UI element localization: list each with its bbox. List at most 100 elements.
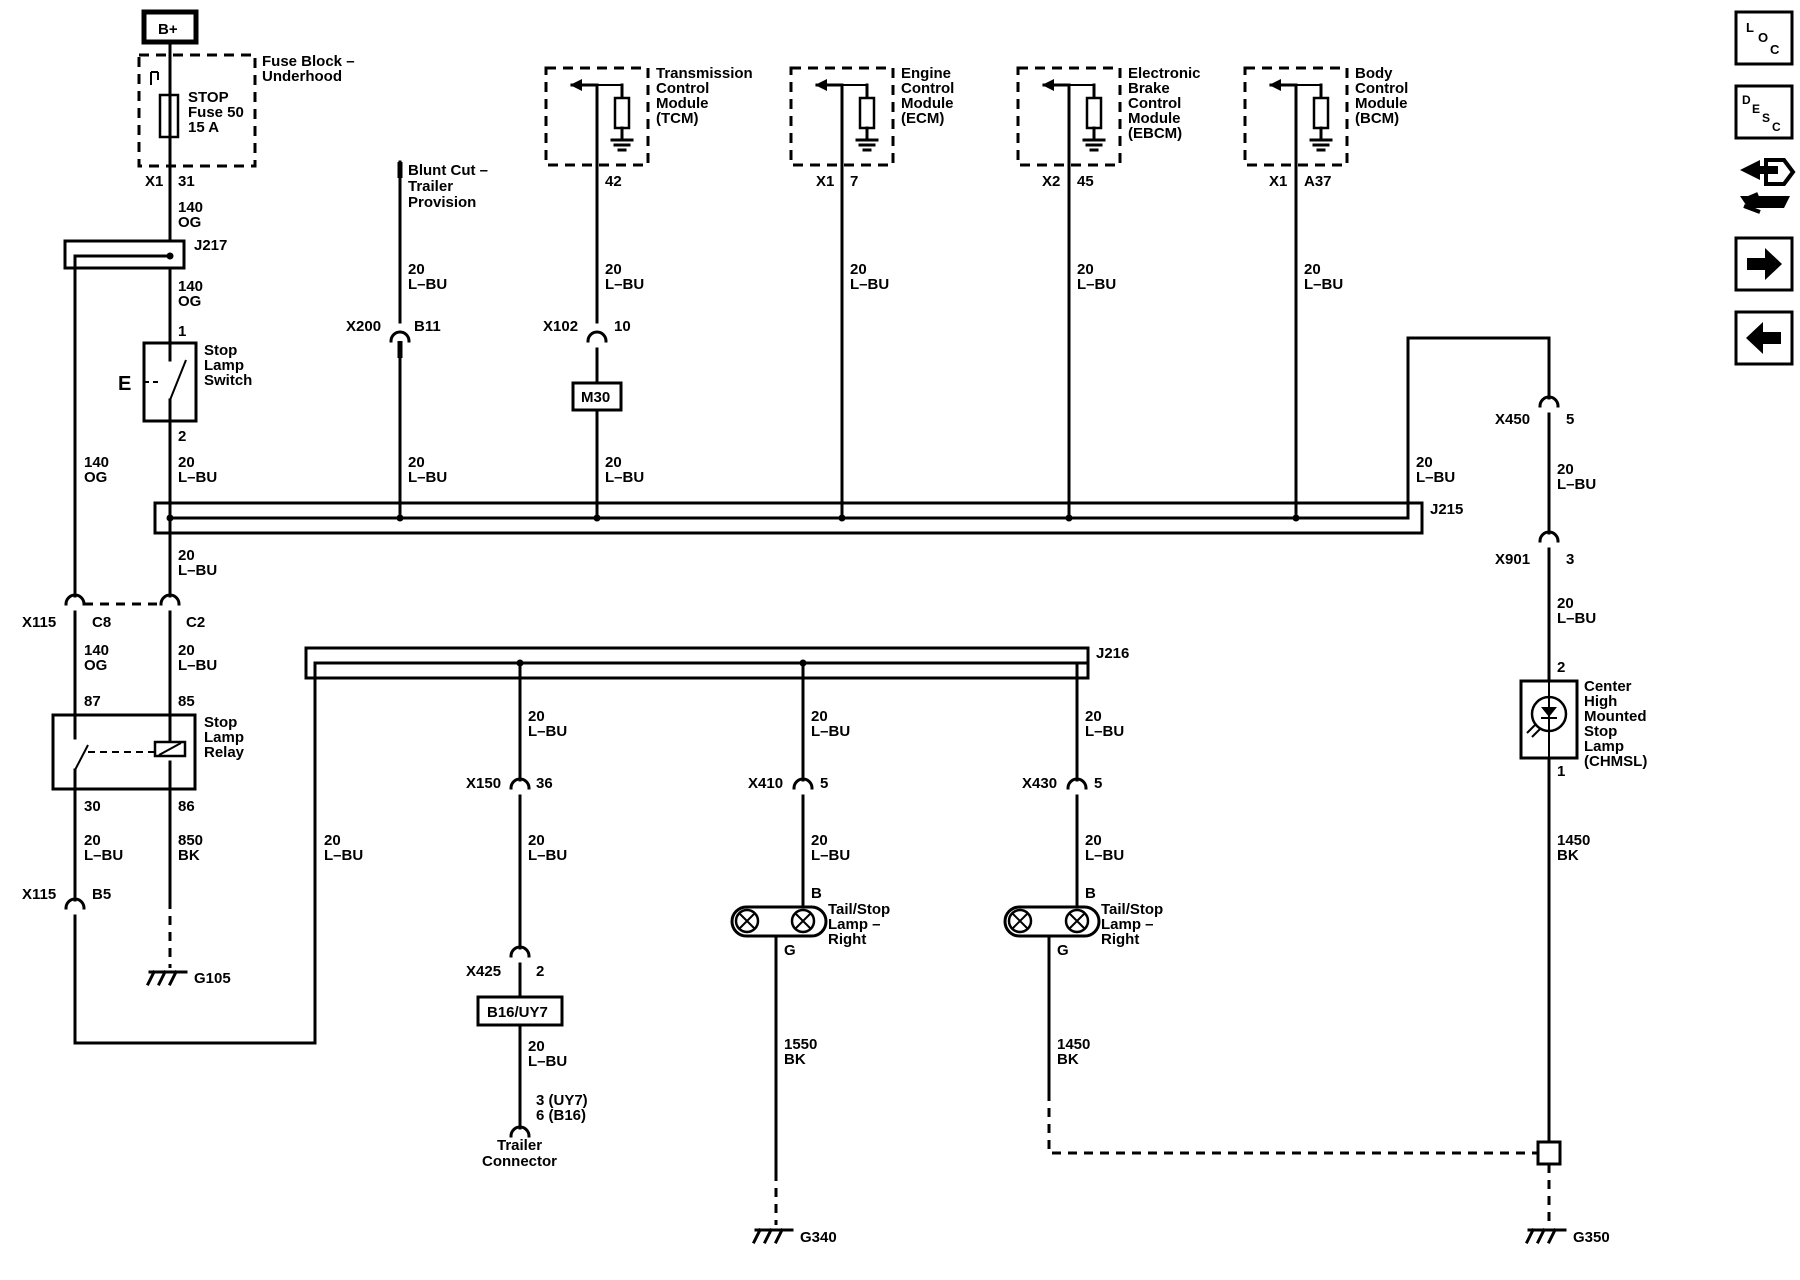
chmsl-pin-bottom: 1 (1557, 763, 1565, 780)
wire-gauge: 20 (528, 832, 545, 849)
module-label-3: Module (1355, 95, 1408, 112)
wire-color: OG (84, 657, 107, 674)
connector-pin: 5 (1094, 775, 1102, 792)
wire-color: BK (178, 847, 200, 864)
wire-gauge: 20 (1557, 595, 1574, 612)
switch-label-3: Switch (204, 372, 252, 389)
connector-name: X150 (466, 775, 501, 792)
module-label-2: Brake (1128, 80, 1170, 97)
relay-label: Stop (204, 714, 237, 731)
module-label-4: Module (1128, 110, 1181, 127)
chmsl-label-2: High (1584, 693, 1617, 710)
wire-color: L–BU (84, 847, 123, 864)
power-source: B+ (141, 9, 199, 45)
module-ecm: Engine Control Module (ECM) X1 7 (789, 65, 954, 190)
wire-color: L–BU (178, 562, 217, 579)
connector-x901: X901 3 (1495, 530, 1574, 568)
wire-gauge: 1550 (784, 1036, 817, 1053)
wire-gauge: 140 (178, 278, 203, 295)
switch-pin-out: 2 (178, 428, 186, 445)
option-box-m30: M30 (571, 381, 623, 412)
connector-x450: X450 5 (1495, 395, 1574, 428)
option-label: M30 (581, 389, 610, 406)
connector-pin: 3 (1566, 551, 1574, 568)
connector-end-view-icon[interactable] (1740, 158, 1796, 214)
lamp-label-3: Right (1101, 931, 1139, 948)
connector-name: X115 (22, 614, 56, 631)
splice-j215: J215 (153, 501, 1463, 535)
nav-location-button[interactable]: L O C (1734, 10, 1794, 66)
wire-color: L–BU (811, 723, 850, 740)
relay-label-3: Relay (204, 744, 245, 761)
wire-gauge: 20 (1085, 832, 1102, 849)
wire-color: L–BU (1077, 276, 1116, 293)
wire-gauge: 20 (408, 454, 425, 471)
switch-label-2: Lamp (204, 357, 244, 374)
wire-color: BK (784, 1051, 806, 1068)
module-label-4: (BCM) (1355, 110, 1399, 127)
module-label-3: Module (656, 95, 709, 112)
chmsl-pin-top: 2 (1557, 659, 1565, 676)
module-label-4: (ECM) (901, 110, 944, 127)
lamp-label-2: Lamp – (1101, 916, 1154, 933)
wire-color: L–BU (1304, 276, 1343, 293)
wire-gauge: 20 (528, 1038, 545, 1055)
wire-color: L–BU (1085, 723, 1124, 740)
chmsl-label-4: Stop (1584, 723, 1617, 740)
splice-j217-label: J217 (194, 237, 227, 254)
wire-color: L–BU (1416, 469, 1455, 486)
wire-gauge: 20 (605, 261, 622, 278)
arrow-right-icon (1747, 248, 1782, 280)
option-label: B16/UY7 (487, 1004, 548, 1021)
ground-g340: G340 (751, 1227, 837, 1246)
wire-color: BK (1057, 1051, 1079, 1068)
wire-gauge: 1450 (1557, 832, 1590, 849)
fuse-block: Fuse Block – Underhood STOP Fuse 50 15 A… (137, 53, 355, 190)
module-bcm: Body Control Module (BCM) X1 A37 (1243, 65, 1408, 190)
connector-name: X430 (1022, 775, 1057, 792)
nav-desc-e: E (1752, 102, 1760, 116)
module-pin: 7 (850, 173, 858, 190)
wire-gauge: 20 (1077, 261, 1094, 278)
lamp-label: Tail/Stop (1101, 901, 1163, 918)
wire-color: L–BU (408, 469, 447, 486)
relay-label-2: Lamp (204, 729, 244, 746)
nav-desc-d: D (1742, 93, 1751, 107)
wire-gauge: 20 (178, 547, 195, 564)
lamp-pin: G (784, 942, 796, 959)
wire-gauge: 20 (811, 832, 828, 849)
wire-color: L–BU (850, 276, 889, 293)
wire-gauge: 20 (605, 454, 622, 471)
wire-color: L–BU (324, 847, 363, 864)
connector-x200: X200 B11 (346, 318, 441, 358)
nav-description-button[interactable]: D E S C (1734, 84, 1794, 140)
chmsl-lamp: 2 Center High Mounted Stop Lamp (CHMSL) … (1519, 659, 1647, 780)
connector-x430: X430 5 (1022, 775, 1102, 792)
connector-x150: X150 36 (466, 775, 553, 792)
relay-pin: 30 (84, 798, 101, 815)
chmsl-label-5: Lamp (1584, 738, 1624, 755)
module-label: Electronic (1128, 65, 1201, 82)
module-label-2: Control (656, 80, 709, 97)
connector-pin: 10 (614, 318, 631, 335)
wire-gauge: 140 (178, 199, 203, 216)
splice-j215-label: J215 (1430, 501, 1463, 518)
wire-color: L–BU (1085, 847, 1124, 864)
nav-next-button[interactable] (1734, 236, 1794, 292)
tail-stop-lamp-2: B Tail/Stop Lamp – Right G (1003, 885, 1163, 959)
connector-name: X450 (1495, 411, 1530, 428)
nav-back-button[interactable] (1734, 310, 1794, 366)
wire-color: L–BU (178, 657, 217, 674)
connector-name: X425 (466, 963, 501, 980)
wire-gauge: 20 (811, 708, 828, 725)
switch-label: Stop (204, 342, 237, 359)
wire-color: L–BU (178, 469, 217, 486)
lamp-label-2: Lamp – (828, 916, 881, 933)
splice-j216: J216 (304, 645, 1129, 680)
wire-gauge: 140 (84, 642, 109, 659)
wire-gauge: 140 (84, 454, 109, 471)
fuse-rating: 15 A (188, 119, 219, 136)
relay-pin: 87 (84, 693, 101, 710)
wire-color: OG (178, 214, 201, 231)
